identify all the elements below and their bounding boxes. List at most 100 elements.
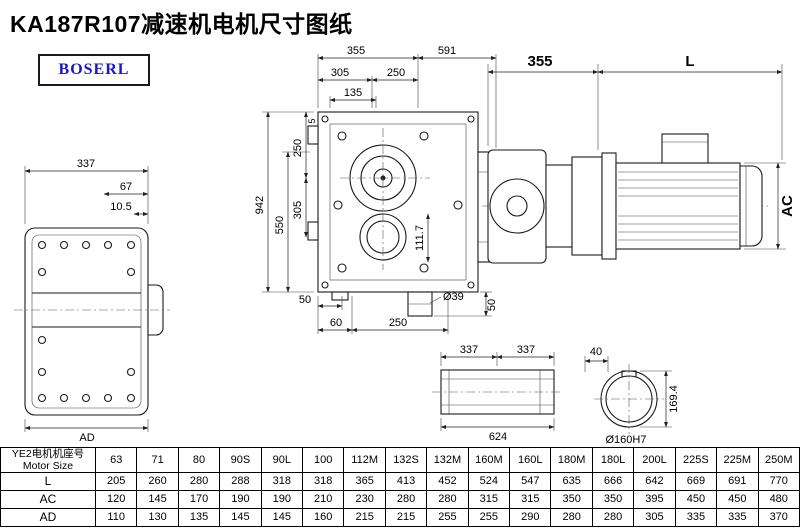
dim-value-cell: 350 [591,490,635,509]
dim-dia-160H7: Ø160H7 [606,434,647,446]
dim-60: 60 [330,317,342,329]
dim-value-cell: 642 [633,472,676,491]
dim-value-cell: 215 [343,508,386,527]
dim-value-cell: 190 [219,490,262,509]
dim-dia-39: Ø39 [443,291,464,303]
dim-135: 135 [344,87,362,99]
dim-value-cell: 524 [467,472,511,491]
dim-value-cell: 547 [509,472,552,491]
dim-5: 5 [307,118,317,123]
motor-side-view: 355 L AC [482,53,796,264]
terminal-box [661,133,709,164]
dim-value-cell: 452 [426,472,469,491]
dim-value-cell: 120 [94,490,138,509]
dim-355-motor: 355 [527,53,552,70]
motor-size-col-header: 225S [674,447,718,473]
dim-value-cell: 215 [384,508,428,527]
page-title: KA187R107减速机电机尺寸图纸 [10,11,353,37]
dim-305-side: 305 [292,201,304,219]
hollow-shaft-view: 337 337 624 [432,344,562,443]
dim-550: 550 [274,216,286,234]
dim-value-cell: 335 [674,508,718,527]
motor-size-col-header: 250M [757,447,800,473]
dim-50-bottom-left: 50 [299,294,311,306]
dim-value-cell: 255 [426,508,469,527]
dim-250-top: 250 [387,67,405,79]
motor-size-col-header: 132S [384,447,428,473]
dim-value-cell: 255 [467,508,511,527]
dim-value-cell: 280 [550,508,593,527]
dim-AC: AC [779,195,796,217]
dim-40: 40 [590,346,602,358]
dim-67: 67 [120,181,132,193]
dim-10-5: 10.5 [110,201,131,213]
dim-250-bottom: 250 [389,317,407,329]
bolt-holes-front [37,240,136,403]
dim-value-cell: 335 [716,508,759,527]
dim-value-cell: 130 [136,508,179,527]
motor-fins [618,171,738,241]
dim-value-cell: 210 [302,490,345,509]
dim-value-cell: 318 [302,472,345,491]
dim-value-cell: 395 [633,490,676,509]
dim-value-cell: 230 [343,490,386,509]
dim-value-cell: 280 [591,508,635,527]
bolt-holes-main [321,115,475,289]
dim-value-cell: 480 [757,490,800,509]
dim-value-cell: 205 [94,472,138,491]
dim-337-shaft-b: 337 [517,344,535,356]
motor-size-col-header: 100 [302,447,345,473]
dim-value-cell: 190 [260,490,304,509]
dim-value-cell: 669 [674,472,718,491]
dim-value-cell: 450 [674,490,718,509]
dim-value-cell: 305 [633,508,676,527]
dim-value-cell: 413 [384,472,428,491]
dim-value-cell: 260 [136,472,179,491]
dim-value-cell: 350 [550,490,593,509]
dim-value-cell: 160 [302,508,345,527]
dim-value-cell: 450 [716,490,759,509]
dim-value-cell: 288 [219,472,262,491]
dim-value-cell: 770 [757,472,800,491]
dim-value-cell: 135 [177,508,221,527]
dim-169-4: 169.4 [668,385,680,413]
fan-cover [739,165,763,247]
dim-AD: AD [79,432,94,444]
dim-355-main: 355 [347,45,365,57]
dim-row-label: AD [0,508,96,527]
dim-305-top: 305 [331,67,349,79]
dim-value-cell: 290 [509,508,552,527]
motor-body [615,162,741,250]
dim-value-cell: 691 [716,472,759,491]
dim-value-cell: 280 [177,472,221,491]
dim-value-cell: 280 [384,490,428,509]
motor-size-col-header: 160L [509,447,552,473]
dim-337-front: 337 [77,158,95,170]
dim-L: L [685,53,694,70]
motor-size-col-header: 112M [343,447,386,473]
logo-box: BOSERL [38,54,150,86]
gearbox-front-view: 337 67 10.5 AD [14,158,170,444]
dim-337-shaft-a: 337 [460,344,478,356]
motor-size-col-header: 71 [136,447,179,473]
dim-value-cell: 170 [177,490,221,509]
motor-size-col-header: 180L [591,447,635,473]
dim-591: 591 [438,45,456,57]
motor-size-col-header: 90S [219,447,262,473]
dim-value-cell: 315 [467,490,511,509]
dim-row-label: AC [0,490,96,509]
dim-50-bottom-right: 50 [486,299,498,311]
dim-624: 624 [489,431,507,443]
motor-size-col-header: 180M [550,447,593,473]
motor-size-col-header: 132M [426,447,469,473]
technical-drawing: 337 67 10.5 AD 355 591 305 [14,45,796,446]
dim-value-cell: 666 [591,472,635,491]
dim-row-label: L [0,472,96,491]
motor-size-col-header: 80 [177,447,221,473]
motor-size-col-header: 63 [94,447,138,473]
